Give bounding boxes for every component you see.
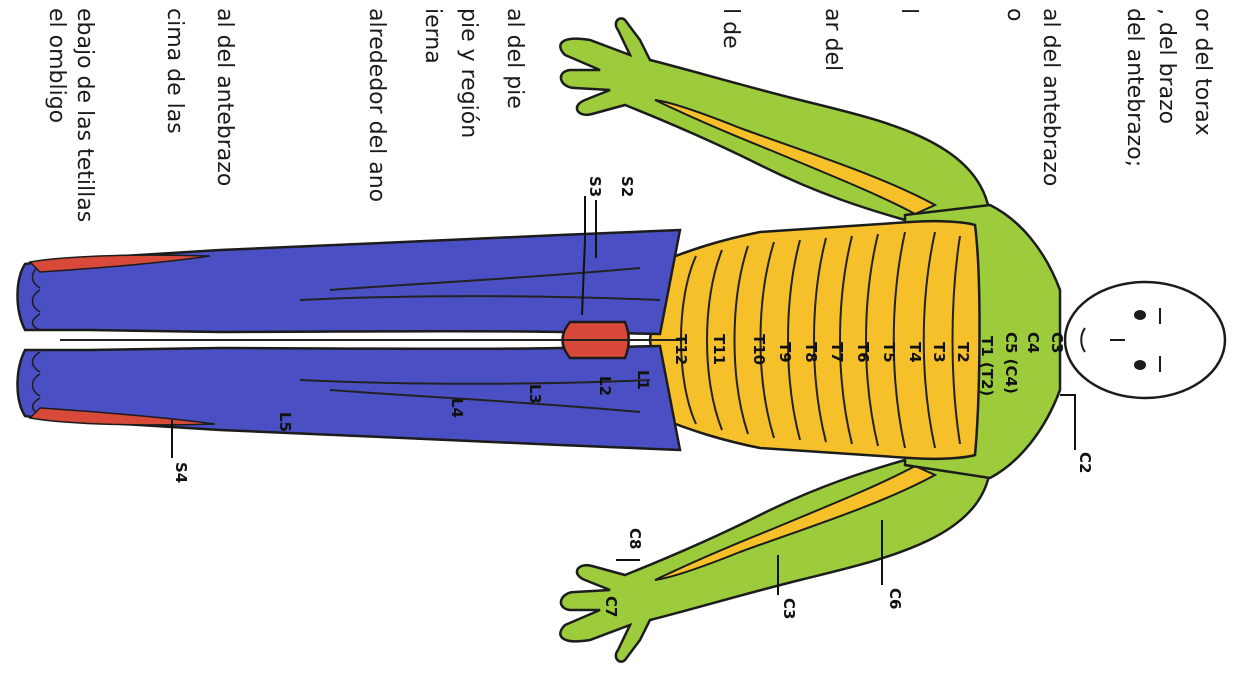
label-l1: L1 (634, 370, 652, 390)
label-s3: S3 (586, 176, 604, 197)
head (1065, 282, 1225, 398)
note-7: ar del (820, 8, 845, 71)
note-14: al del antebrazo (212, 8, 237, 186)
label-c7: C7 (602, 596, 620, 617)
label-c3-neck: C3 (1048, 332, 1066, 353)
note-13: alrededor del ano (364, 8, 389, 202)
label-t4: T4 (906, 342, 924, 363)
note-12: ierna (420, 8, 445, 64)
label-t12: T12 (672, 334, 690, 365)
label-t6: T6 (854, 342, 872, 363)
label-t5: T5 (880, 342, 898, 363)
label-t7: T7 (828, 342, 846, 363)
label-l4: L4 (448, 398, 466, 418)
note-2: , del brazo (1154, 8, 1179, 124)
note-15: cima de las (162, 8, 187, 134)
label-c2: C2 (1076, 452, 1094, 473)
note-4: al del antebrazo (1038, 8, 1063, 186)
leg-region-lumbar-upper (18, 230, 681, 334)
label-l5: L5 (276, 412, 294, 432)
label-c6: C6 (886, 588, 904, 609)
note-17: el ombligo (44, 8, 69, 123)
label-t10: T10 (750, 334, 768, 365)
label-s2: S2 (618, 176, 636, 197)
label-c4: C4 (1024, 332, 1042, 353)
label-t1: T1 (T2) (978, 336, 996, 396)
note-3: del antebrazo; (1122, 8, 1147, 167)
note-11: pie y región (456, 8, 481, 138)
label-t8: T8 (802, 342, 820, 363)
label-t11: T11 (710, 334, 728, 365)
label-l3: L3 (526, 384, 544, 404)
note-5: o (1002, 8, 1027, 21)
note-16: ebajo de las tetillas (72, 8, 97, 222)
note-10: al del pie (502, 8, 527, 109)
label-s4: S4 (172, 462, 190, 483)
label-l2: L2 (596, 376, 614, 396)
label-t3: T3 (930, 342, 948, 363)
label-c3-arm: C3 (780, 598, 798, 619)
note-6: l (896, 8, 921, 14)
note-1: or del torax (1190, 8, 1215, 136)
label-t2: T2 (954, 342, 972, 363)
note-8: l de (718, 8, 743, 49)
label-t9: T9 (776, 342, 794, 363)
label-c5: C5 (C4) (1002, 332, 1020, 394)
leg-region-lumbar-lower (18, 346, 681, 450)
label-c8: C8 (626, 528, 644, 549)
